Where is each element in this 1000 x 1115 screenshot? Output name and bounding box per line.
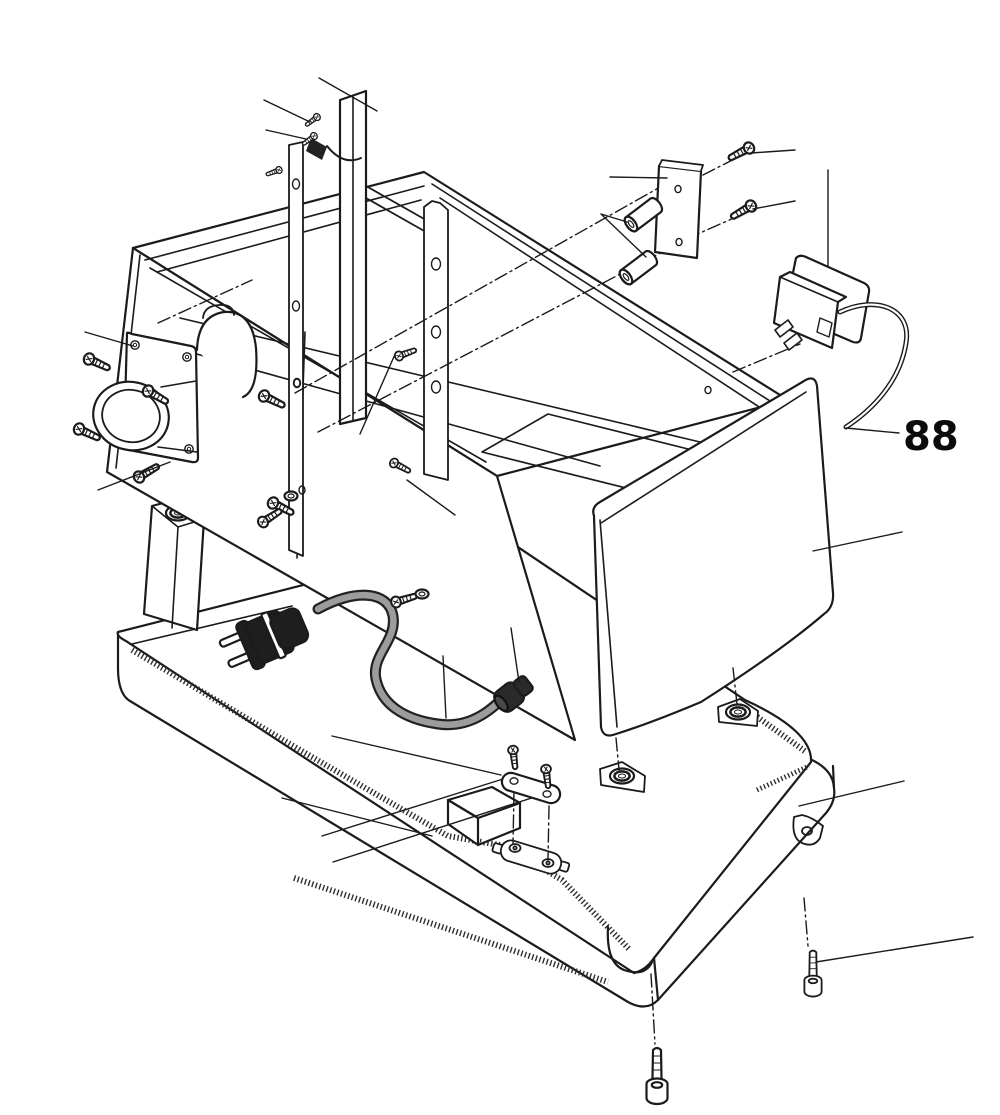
screw-icon [727,197,760,224]
base-mounting-screws [645,780,974,1106]
leader-line [263,77,378,140]
strain-relief-grommet [493,675,534,713]
cord-clamp-seat [491,839,571,875]
power-cord-assembly [218,589,534,731]
rear-mounting-plate [288,141,306,557]
screw-icon [725,139,758,165]
center-lines [650,897,809,1045]
leader-line [600,149,796,258]
rubber-foot-seat-icon [608,767,636,785]
base-foot-boss [606,925,654,974]
callout-label-88: 88 [903,414,959,460]
center-lines [157,185,801,433]
leader-line [812,531,903,552]
switch-terminal [783,332,803,351]
leader-line-88 [845,427,900,434]
leader-line [84,331,171,491]
cord-clamp [500,771,562,805]
rubber-foot-seat-icon [724,703,752,721]
mounting-bracket-assembly [600,139,796,288]
bracket-plate [653,159,704,260]
center-lines [512,791,550,861]
rocker-switch [772,169,871,351]
clip-icon [306,138,327,160]
post-bracket [365,185,427,233]
keyhole-slot [792,814,824,846]
bolt-icon [803,949,823,998]
leader-line [359,351,397,435]
base-block [446,785,522,847]
washer-icon [283,490,299,502]
motor-assembly [70,304,302,520]
blade-post [338,89,368,426]
switch-wire [837,302,910,430]
switch-terminal [774,319,794,338]
screw-icon [264,165,284,179]
panel-screws [359,344,456,516]
drilled-strip [423,200,449,481]
side-cover [592,377,903,737]
leader-line [798,780,974,963]
washer-icon [414,588,430,600]
power-plug [218,607,310,671]
screw-icon [80,350,114,375]
standoff-icon [616,247,661,288]
center-lines [615,667,738,771]
hardware-detail-top [263,77,378,179]
cord-clamp-assembly [281,735,562,863]
leader-line [281,735,545,863]
bolt-icon [645,1046,669,1106]
leader-line [406,479,456,516]
leader-line [442,627,520,719]
motor-body [195,310,258,399]
flange-screws [70,350,302,520]
motor-barrel [92,380,198,453]
